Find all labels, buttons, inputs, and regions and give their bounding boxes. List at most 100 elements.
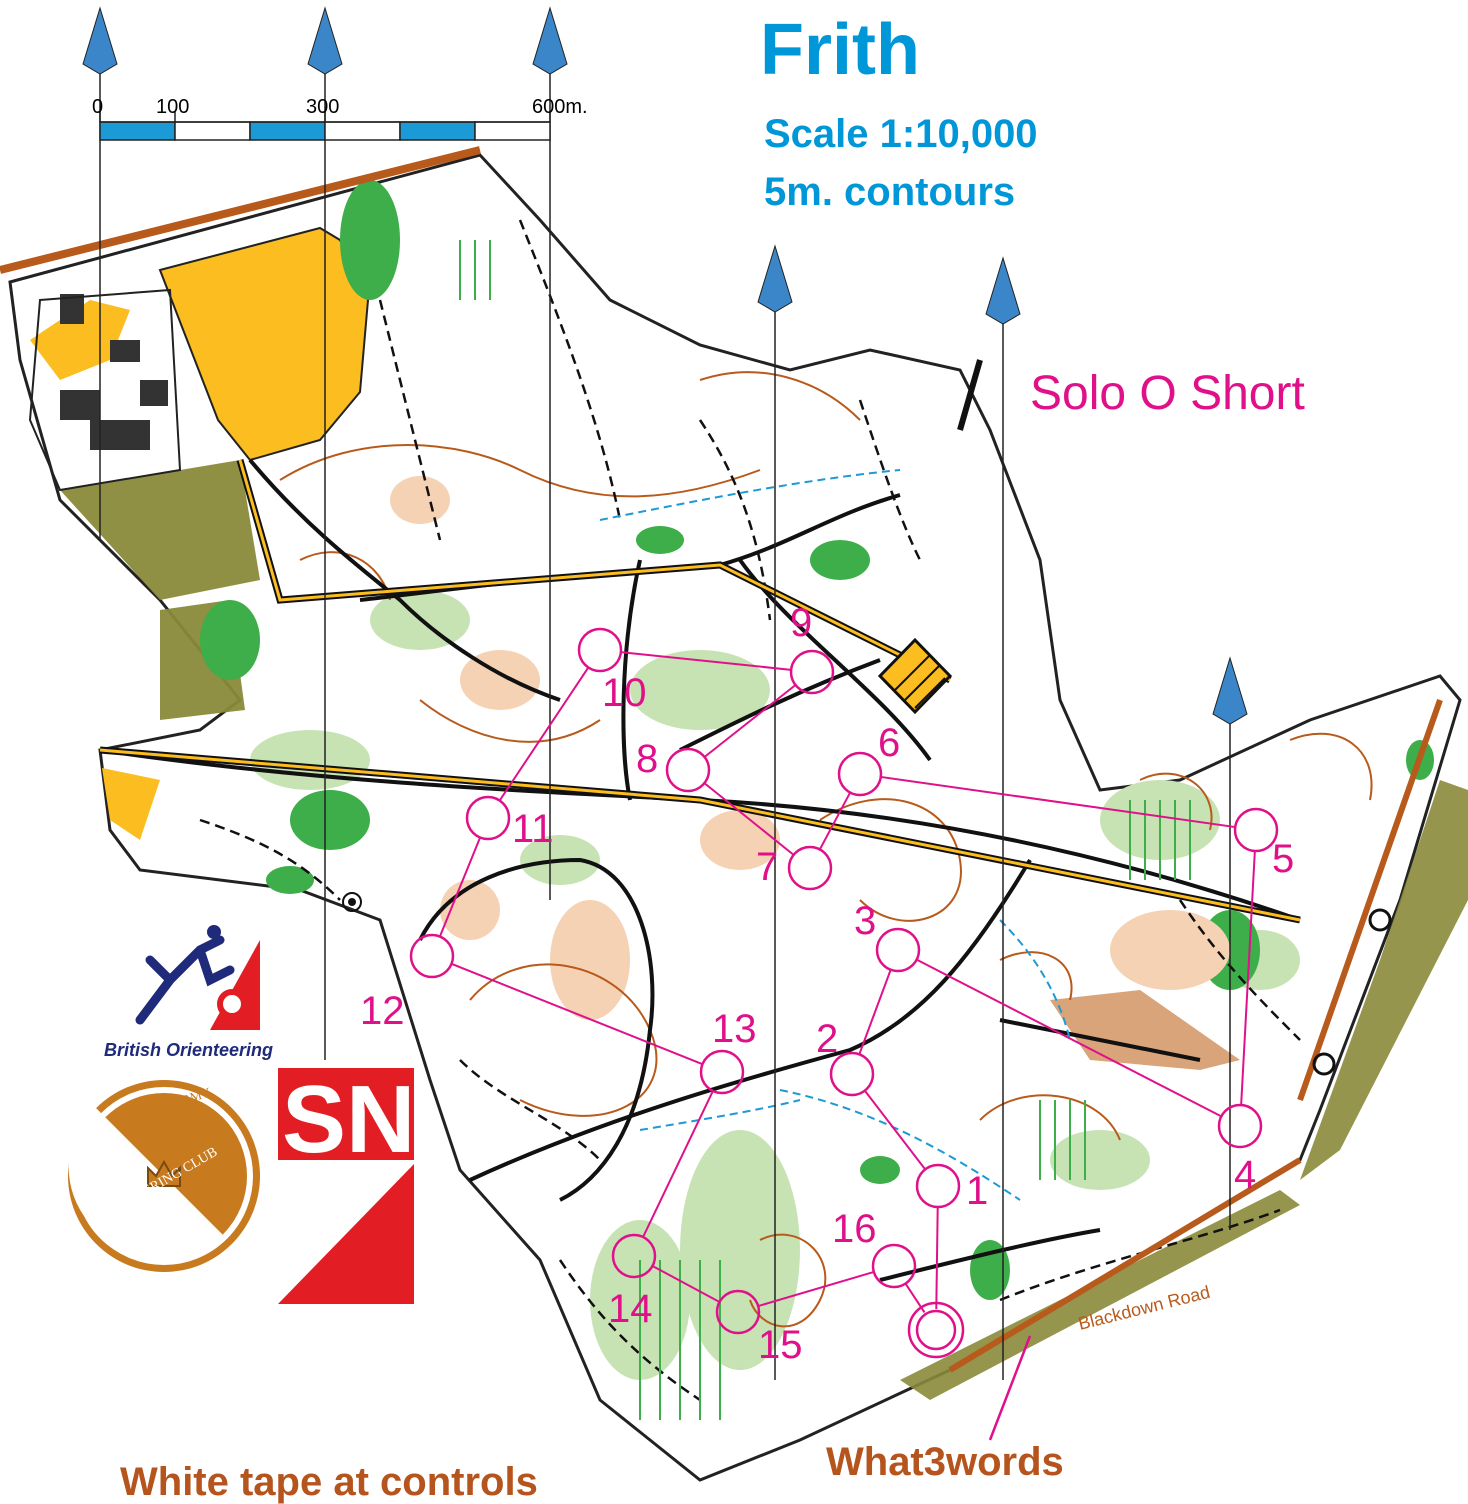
control-number-9: 9 [790, 601, 812, 645]
course-leg [935, 1206, 939, 1310]
control-circle-5 [1233, 807, 1279, 853]
control-circle-1 [915, 1163, 961, 1209]
course-leg [451, 962, 703, 1066]
olive-area-1 [60, 460, 260, 600]
control-number-8: 8 [636, 737, 658, 781]
sn-logo: SN [278, 1068, 415, 1304]
course-name: Solo O Short [1030, 367, 1305, 420]
course-leg [863, 1090, 927, 1170]
army-crown-icon [147, 1159, 181, 1187]
north-arrow-icon [82, 6, 118, 75]
control-circle-15 [715, 1289, 761, 1335]
control-circle-13 [699, 1049, 745, 1095]
scale-seg-4 [324, 121, 401, 141]
restricted-area-diamond [877, 637, 953, 715]
scale-seg-5 [399, 121, 476, 141]
sn-diagonal [278, 1164, 414, 1304]
open-field-small [102, 768, 160, 840]
north-arrow-icon [1212, 656, 1248, 725]
course-leg [703, 684, 797, 758]
control-number-16: 16 [832, 1207, 877, 1251]
course-leg [620, 651, 792, 671]
dense-vegetation [200, 180, 1434, 1300]
north-lines [82, 6, 1248, 1380]
control-number-5: 5 [1272, 837, 1294, 881]
scale-bar-label-600: 600m. [532, 96, 588, 118]
scale-bar [99, 112, 551, 141]
control-circle-12 [409, 933, 455, 979]
course-leg [1240, 850, 1256, 1106]
army-logo-ring [75, 1087, 253, 1265]
bo-runner [135, 935, 235, 1025]
special-feature-marker [342, 892, 362, 912]
scale-seg-6 [474, 121, 551, 141]
army-logo-light-half [68, 1106, 224, 1264]
note-what3words: What3words [826, 1440, 1064, 1484]
undergrowth-hatch [459, 240, 1191, 1420]
finish-circle [907, 1301, 965, 1359]
course-leg [858, 969, 892, 1055]
british-orienteering-logo [135, 925, 260, 1030]
roads [0, 146, 1443, 1373]
course-leg [818, 792, 852, 850]
course-leg [438, 837, 482, 937]
control-circle-14 [611, 1233, 657, 1279]
scale-bar-label-0: 0 [92, 96, 104, 118]
course-leg [498, 666, 590, 802]
control-circle-16 [871, 1243, 917, 1289]
olive-strip-south [900, 1190, 1300, 1400]
british-orienteering-label: British Orienteering [104, 1040, 274, 1060]
army-orienteering-logo: BRITISH ARMY ORIENTEERING CLUB [68, 1080, 260, 1272]
control-number-2: 2 [816, 1017, 838, 1061]
bo-ring [217, 989, 247, 1019]
control-circle-6 [837, 751, 883, 797]
scale-seg-1 [99, 121, 176, 141]
scale-seg-3 [249, 121, 326, 141]
north-arrow-icon [307, 6, 343, 75]
control-number-14: 14 [608, 1287, 653, 1331]
control-number-1: 1 [966, 1169, 988, 1213]
sn-top-block [278, 1068, 414, 1160]
control-number-11: 11 [512, 807, 554, 851]
course-leg [916, 958, 1222, 1118]
course-leg [703, 782, 795, 856]
control-number-12: 12 [360, 989, 405, 1033]
control-circle-8 [665, 747, 711, 793]
control-circle-4 [1217, 1103, 1263, 1149]
map-terrain [0, 146, 1468, 1482]
open-field-large [158, 226, 370, 462]
course-leg [757, 1270, 875, 1308]
olive-strip-east [1300, 780, 1468, 1180]
control-circle-11 [465, 795, 511, 841]
scale-label: Scale 1:10,000 [764, 112, 1038, 156]
control-circle-10 [577, 627, 623, 673]
course-leg [642, 1090, 714, 1238]
control-circle-7 [787, 845, 833, 891]
bo-runner-head [207, 925, 221, 939]
control-number-4: 4 [1234, 1153, 1256, 1197]
scale-bar-label-300: 300 [306, 96, 340, 118]
course-leg [880, 775, 1236, 829]
scale-baseline [99, 112, 551, 123]
scale-bar-label-100: 100 [156, 96, 190, 118]
north-arrow-icon [757, 244, 793, 313]
north-arrow-icon [985, 256, 1021, 325]
control-circle-9 [789, 649, 835, 695]
control-number-15: 15 [758, 1323, 803, 1367]
settlement-brown [28, 288, 182, 492]
finish-circle [915, 1309, 957, 1351]
scale-seg-2 [174, 121, 251, 141]
streams [599, 469, 1071, 1201]
control-number-7: 7 [756, 845, 778, 889]
map-title: Frith [760, 10, 920, 90]
control-number-6: 6 [878, 721, 900, 765]
north-arrow-icon [532, 6, 568, 75]
control-circle-3 [875, 927, 921, 973]
contours-label: 5m. contours [764, 170, 1016, 214]
course-leg [652, 1265, 720, 1303]
what3words-pointer [988, 1335, 1032, 1441]
control-circle-2 [829, 1051, 875, 1097]
control-number-13: 13 [712, 1007, 757, 1051]
